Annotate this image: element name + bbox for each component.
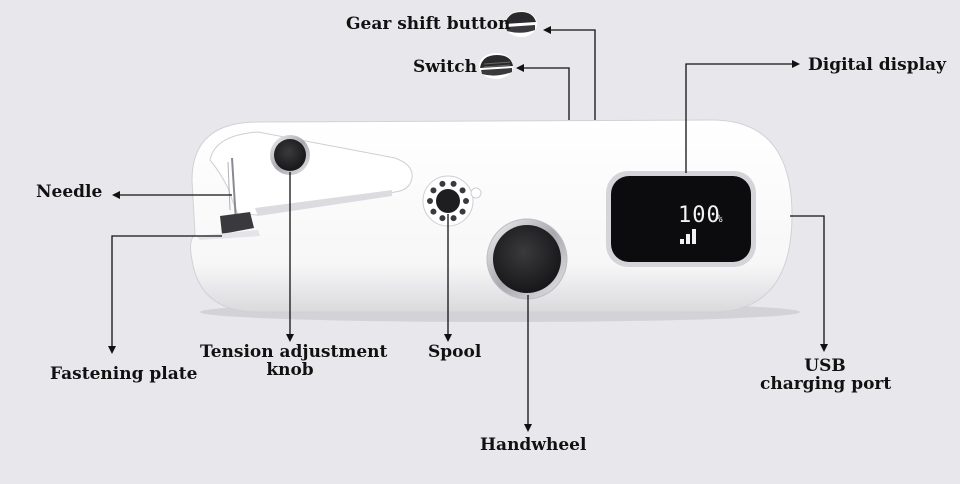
display-percent-value: 100 bbox=[678, 203, 721, 228]
arm-gap bbox=[255, 190, 392, 216]
spool-dot bbox=[459, 187, 466, 194]
usb-leader bbox=[790, 215, 828, 352]
spool-dot bbox=[430, 208, 437, 215]
signal-bar bbox=[692, 229, 696, 244]
label-switch: Switch bbox=[413, 57, 477, 77]
display-percent-unit: % bbox=[716, 212, 723, 225]
signal-bar bbox=[686, 234, 690, 244]
label-tension-knob-line1: Tension adjustment bbox=[200, 342, 388, 362]
spool-dot bbox=[463, 198, 469, 204]
needle bbox=[231, 157, 237, 223]
label-usb-charging-port: USB charging port bbox=[760, 356, 892, 394]
spool-dot bbox=[439, 180, 446, 187]
label-tension-knob: Tension adjustment knob bbox=[200, 342, 388, 380]
leader-lines bbox=[108, 26, 828, 432]
handwheel bbox=[493, 225, 561, 293]
label-needle: Needle bbox=[36, 182, 103, 202]
spool-dot bbox=[430, 187, 437, 194]
label-gear-shift-button: Gear shift button bbox=[346, 14, 511, 34]
label-digital-display: Digital display bbox=[808, 55, 946, 75]
label-usb-line2: charging port bbox=[760, 374, 892, 394]
spool-dot bbox=[450, 180, 457, 187]
fastening-plate-shape bbox=[220, 212, 254, 234]
fastening-plate-base bbox=[196, 230, 260, 240]
label-spool: Spool bbox=[428, 342, 482, 362]
signal-bars-icon bbox=[680, 229, 696, 244]
tension-knob bbox=[274, 139, 306, 171]
gear-shift-leader bbox=[543, 26, 596, 120]
spool-dot bbox=[459, 208, 466, 215]
fastening-plate-leader bbox=[108, 235, 222, 354]
spool-dot bbox=[450, 215, 457, 222]
display-screen bbox=[611, 176, 751, 262]
gear-shift-button-icon bbox=[505, 11, 537, 37]
spool-dot bbox=[427, 198, 433, 204]
digital-display-leader bbox=[685, 60, 800, 173]
signal-bar bbox=[680, 239, 684, 244]
switch-leader bbox=[516, 64, 570, 120]
label-usb-line1: USB bbox=[804, 356, 846, 376]
needle-thread bbox=[227, 161, 231, 211]
spool bbox=[422, 175, 482, 227]
switch-icon bbox=[479, 53, 513, 79]
spool-dot bbox=[439, 215, 446, 222]
label-tension-knob-line2: knob bbox=[266, 360, 314, 380]
label-fastening-plate: Fastening plate bbox=[50, 364, 198, 384]
label-handwheel: Handwheel bbox=[480, 435, 587, 455]
